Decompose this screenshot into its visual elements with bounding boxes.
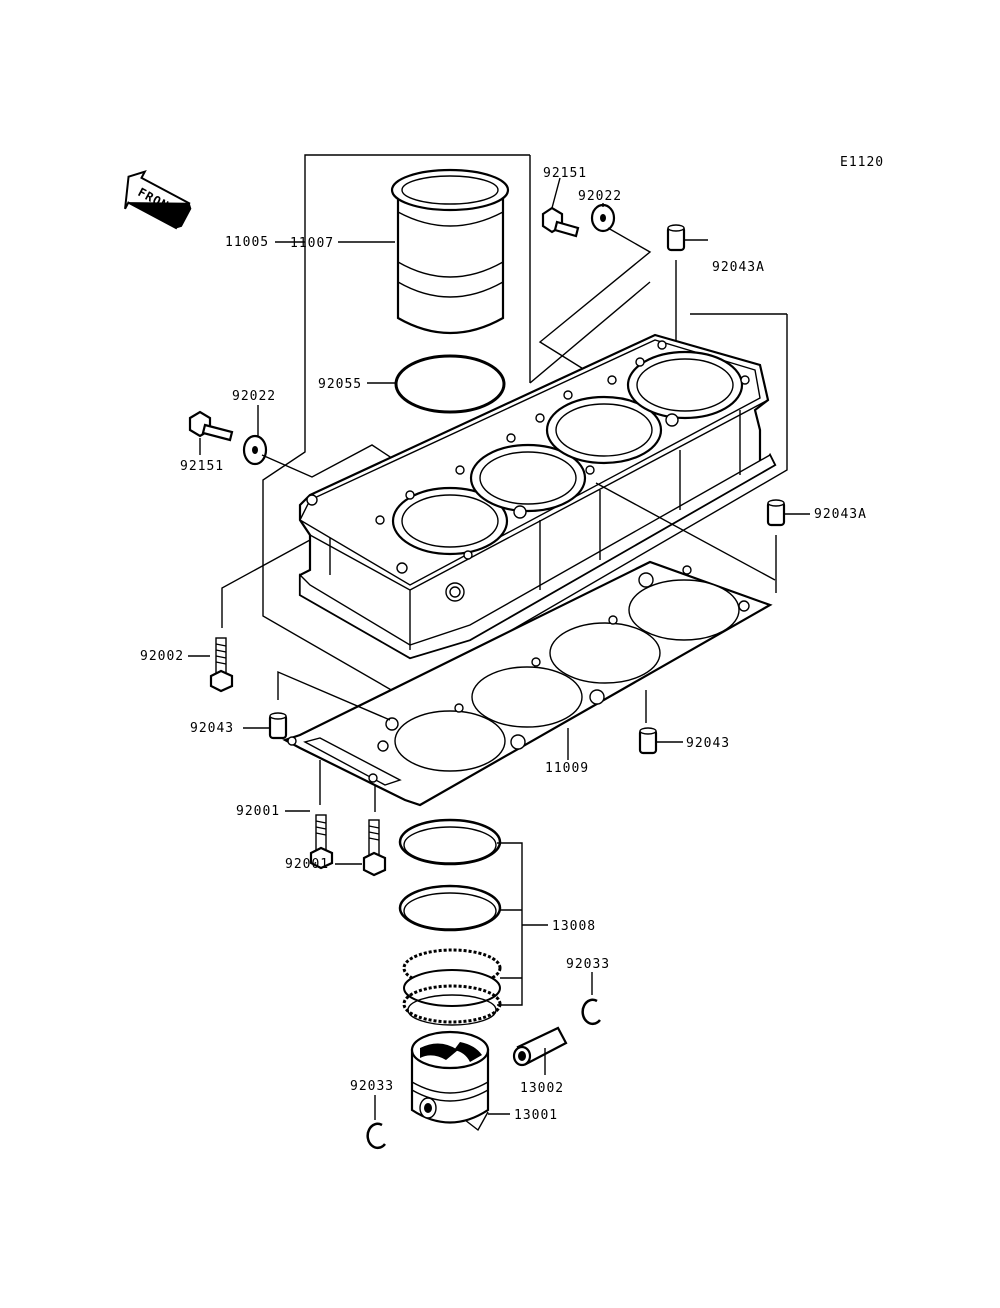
label-11007: 11007 [290,236,334,251]
label-92151-right: 92151 [543,166,587,181]
dowel-pin-right [766,499,786,527]
cylinder-sleeve [390,168,510,334]
dowel-pin-top [666,224,686,252]
flange-bolt-left [188,410,234,442]
label-92033-left: 92033 [350,1079,394,1094]
washer-left [242,434,268,466]
o-ring [394,354,506,414]
label-11005: 11005 [225,235,269,250]
label-11009: 11009 [545,761,589,776]
dowel-pin-left [268,712,288,740]
piston-pin-clip-right [581,998,601,1026]
label-92043-right: 92043 [686,736,730,751]
label-92001-upper: 92001 [236,804,280,819]
piston [410,1030,490,1132]
label-92033-right: 92033 [566,957,610,972]
stud-bolt-92002 [209,637,234,693]
label-92001-lower: 92001 [285,857,329,872]
piston-ring-top [398,818,502,866]
label-92151-left: 92151 [180,459,224,474]
assembly-bracket [262,154,651,696]
label-92043-left: 92043 [190,721,234,736]
diagram-code: E1120 [840,155,884,170]
front-arrow-icon: FRONT [124,170,192,230]
piston-pin-clip-left [366,1122,386,1150]
cylinder-block [298,333,777,660]
label-13008: 13008 [552,919,596,934]
label-92043a-top: 92043A [712,260,765,275]
washer-right [590,203,616,233]
oil-ring [402,948,502,1026]
flange-bolt-right [541,206,580,238]
label-13001: 13001 [514,1108,558,1123]
label-92043a-right: 92043A [814,507,867,522]
piston-ring-second [398,884,502,932]
label-13002: 13002 [520,1081,564,1096]
label-92055: 92055 [318,377,362,392]
cylinder-base-gasket [282,560,773,807]
bolt-92001-lower [362,819,387,877]
label-92022-right: 92022 [578,189,622,204]
label-92022-left: 92022 [232,389,276,404]
piston-pin [512,1026,568,1067]
label-92002: 92002 [140,649,184,664]
bolt-92001-upper [309,814,334,870]
dowel-pin-lower-right [638,727,658,755]
